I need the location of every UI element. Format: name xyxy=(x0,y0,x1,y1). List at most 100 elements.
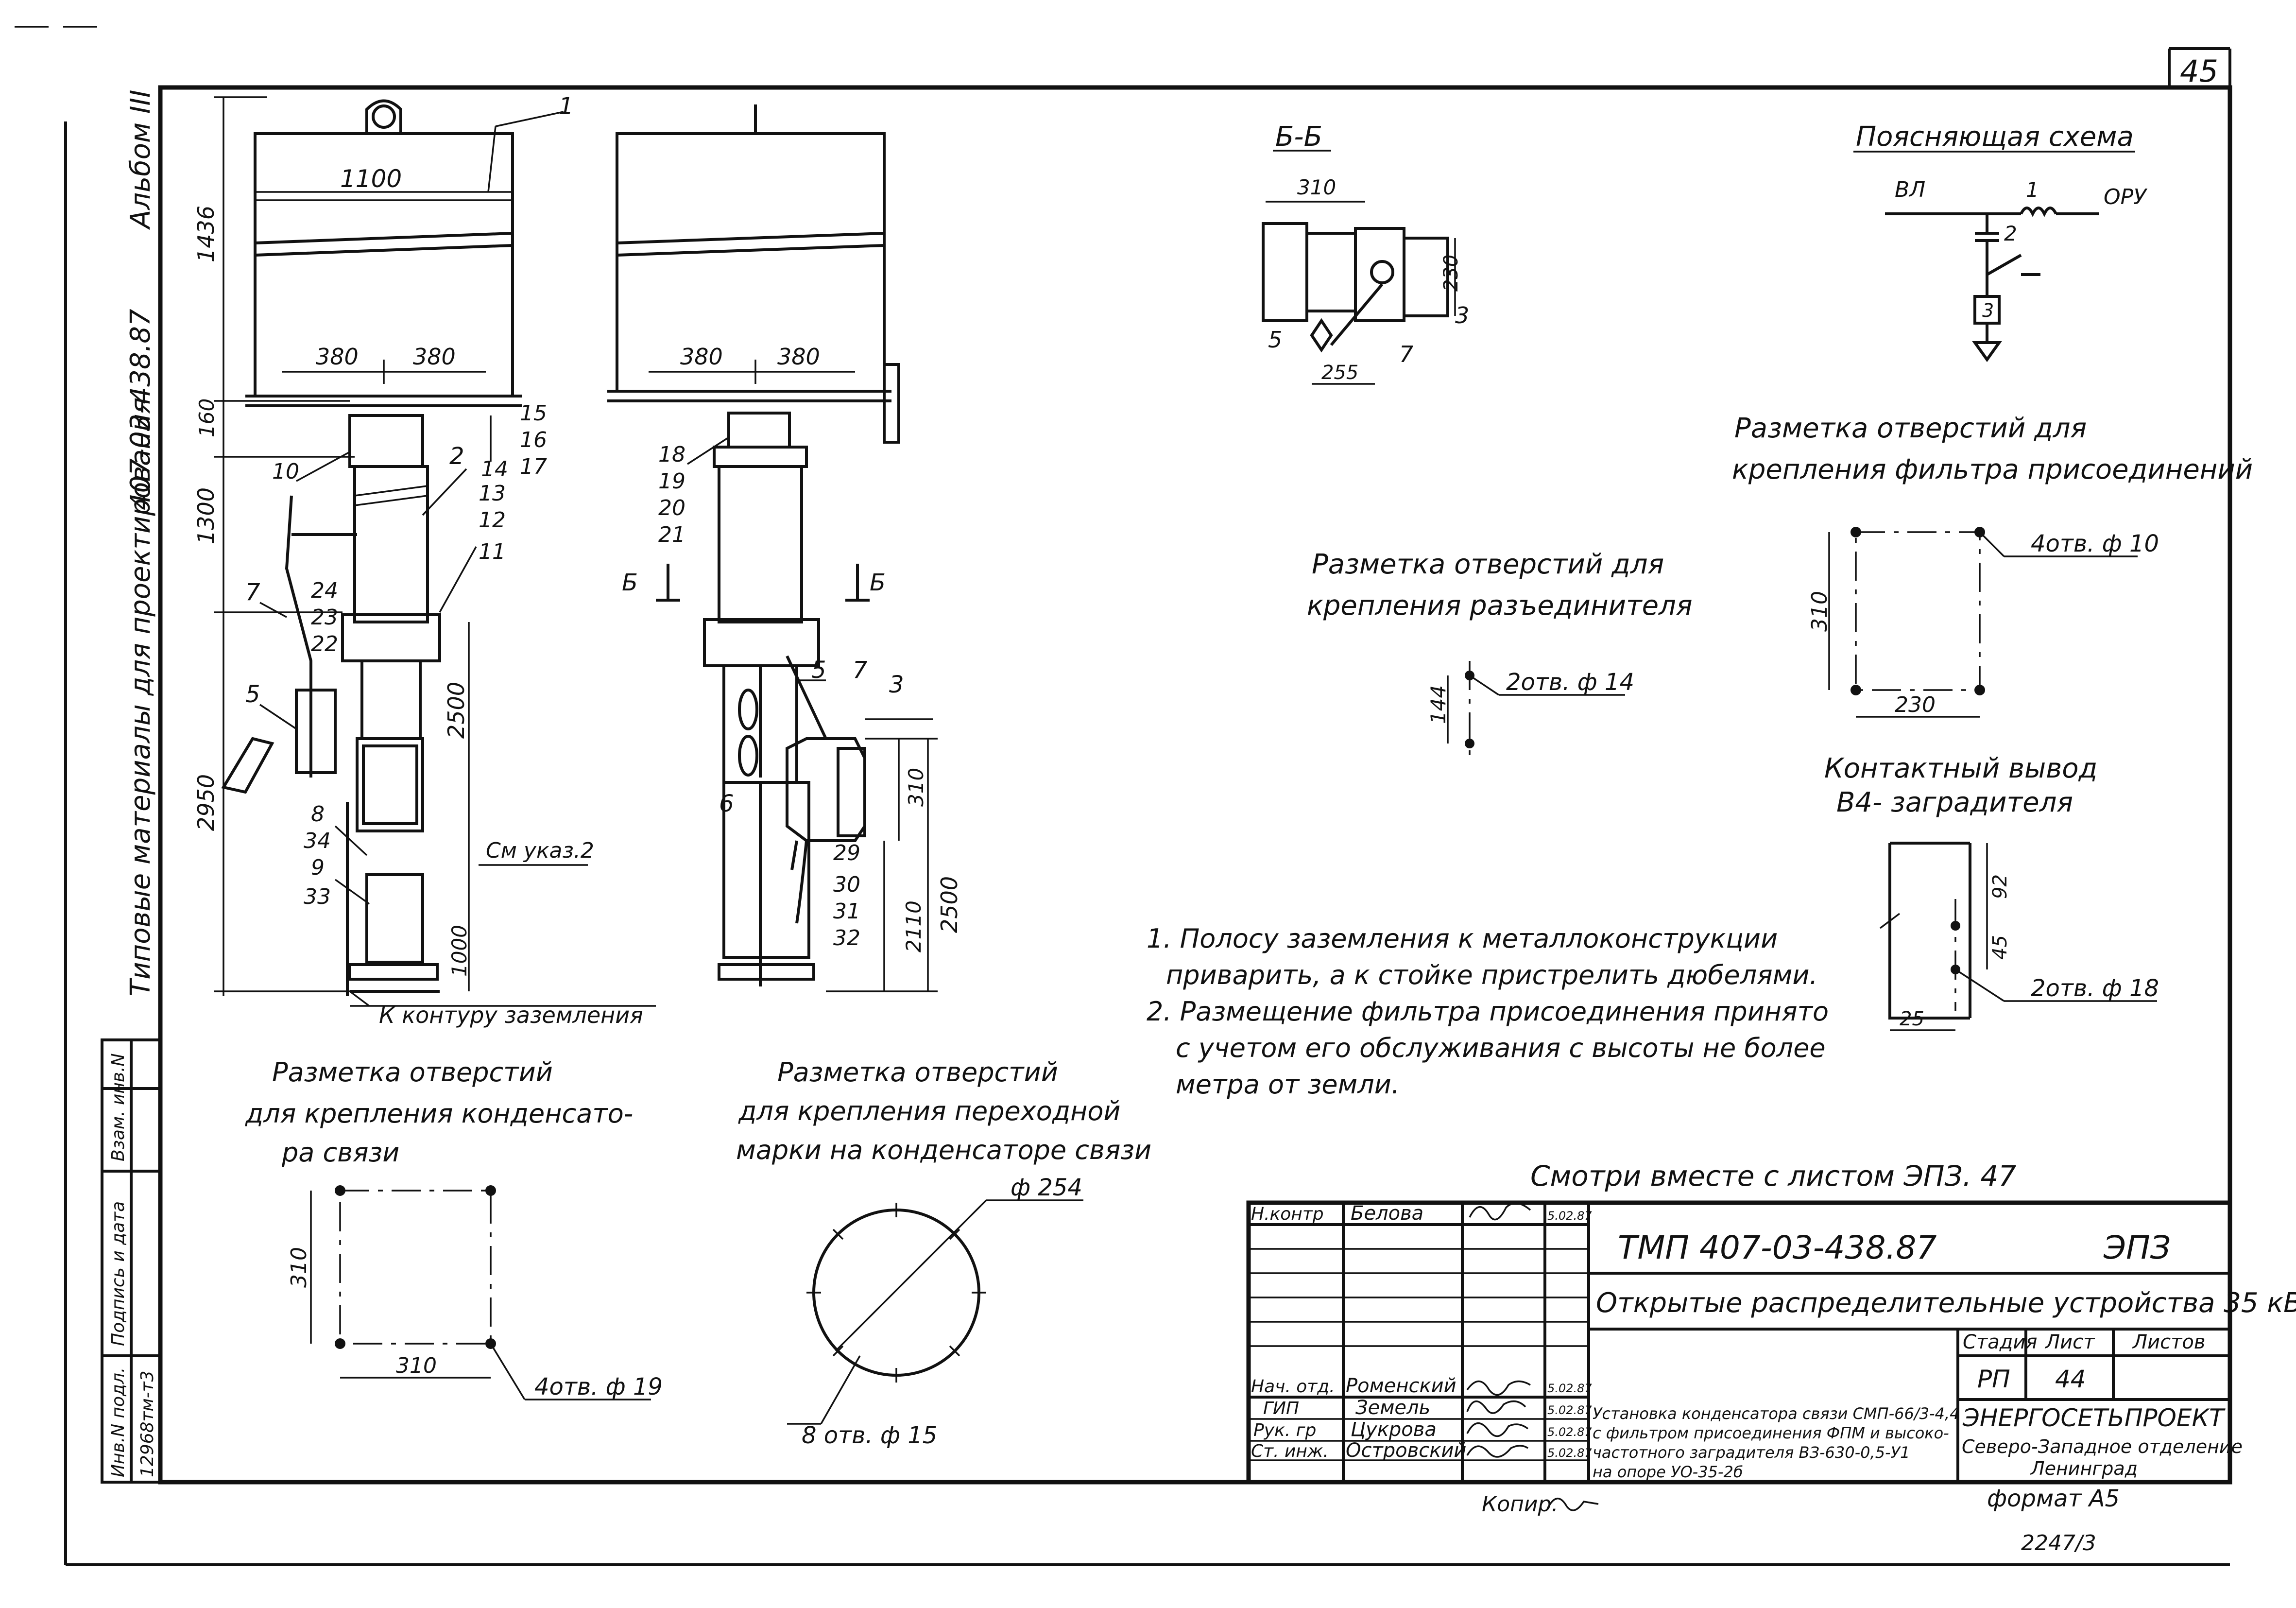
front-callout-24: 24 xyxy=(311,578,338,603)
scheme-left-label: ВЛ xyxy=(1895,177,1925,202)
scheme: Поясняющая схема ВЛ ОРУ 1 2 3 xyxy=(1853,121,2148,363)
cap-label: 4отв. ф 19 xyxy=(534,1373,663,1401)
strip-signature: Подпись и дата xyxy=(108,1201,128,1346)
transition-holes: Разметка отверстий для крепления переход… xyxy=(736,1057,1151,1449)
side-dim-310: 310 xyxy=(904,768,928,807)
section-mark-left: Б xyxy=(622,569,638,596)
tb-row-role-4: Ст. инж. xyxy=(1251,1441,1329,1461)
bb-dim-255: 255 xyxy=(1321,362,1358,384)
left-strip: Инв.N подл. 12968тм-т3 Подпись и дата Вз… xyxy=(101,1038,162,1484)
strip-inv-replace: Взам. инв.N xyxy=(108,1054,128,1161)
contact-title-2: В4- заградителя xyxy=(1836,787,2073,818)
bb-callout-7: 7 xyxy=(1399,341,1413,367)
tb-stage: РП xyxy=(1977,1365,2010,1393)
strip-inv-orig: Инв.N подл. xyxy=(108,1367,128,1477)
signature-5 xyxy=(1466,1445,1528,1458)
trans-title-2: для крепления переходной xyxy=(738,1096,1121,1126)
see-note-2: См указ.2 xyxy=(486,838,594,863)
scheme-item-3: 3 xyxy=(1982,300,1994,321)
page-number: 45 xyxy=(2180,53,2218,89)
front-callout-15: 15 xyxy=(520,401,547,426)
title-block: ТМП 407-03-438.87 ЭПЗ Открытые распредел… xyxy=(1246,1200,2296,1485)
note-line-5: метра от земли. xyxy=(1176,1069,1400,1100)
contact-label: 2отв. ф 18 xyxy=(2031,975,2159,1002)
filter-holes: Разметка отверстий для крепления фильтра… xyxy=(1732,413,2253,718)
filter-title-1: Разметка отверстий для xyxy=(1734,413,2087,444)
tb-row-date-1: 5.02.87 xyxy=(1547,1382,1592,1395)
scheme-item-1: 1 xyxy=(2026,178,2039,202)
disc-dim-144: 144 xyxy=(1426,685,1450,724)
dim-1300: 1300 xyxy=(193,487,219,544)
disconnector-holes: Разметка отверстий для крепления разъеди… xyxy=(1307,549,1693,758)
tb-project: Открытые распределительные устройства 35… xyxy=(1596,1287,2296,1319)
side-callout-18: 18 xyxy=(658,442,685,467)
cap-title-1: Разметка отверстий xyxy=(272,1057,553,1088)
disc-title-1: Разметка отверстий для xyxy=(1312,549,1664,580)
dim-160: 160 xyxy=(195,398,219,437)
disc-title-2: крепления разъединителя xyxy=(1307,590,1693,622)
front-callout-12: 12 xyxy=(479,508,506,533)
contact-dim-92: 92 xyxy=(1989,874,2011,899)
tb-sheet: 44 xyxy=(2055,1365,2086,1393)
tb-row-name-3: Цукрова xyxy=(1351,1418,1437,1441)
tb-row-role-3: Рук. гр xyxy=(1253,1420,1316,1440)
tb-sheet-title-1: Установка конденсатора связи СМП-66/3-4,… xyxy=(1593,1404,1959,1423)
tb-code: ТМП 407-03-438.87 xyxy=(1618,1229,1936,1266)
front-callout-14: 14 xyxy=(481,457,508,482)
signature-1 xyxy=(1469,1202,1531,1221)
tb-row-date-3: 5.02.87 xyxy=(1547,1425,1592,1439)
cap-title-3: ра связи xyxy=(281,1137,399,1168)
cap-dim-310-h: 310 xyxy=(396,1353,437,1378)
dim-380-a: 380 xyxy=(316,344,359,370)
front-callout-9: 9 xyxy=(311,855,325,880)
front-callout-8: 8 xyxy=(311,802,325,827)
dim-1100: 1100 xyxy=(340,165,402,193)
side-callout-21: 21 xyxy=(658,522,685,547)
side-dim-2110: 2110 xyxy=(902,900,925,952)
bb-callout-3: 3 xyxy=(1455,302,1469,329)
dim-1000: 1000 xyxy=(447,925,471,977)
ground-label: К контуру заземления xyxy=(379,1002,643,1028)
front-callout-17: 17 xyxy=(520,454,547,479)
side-callout-29: 29 xyxy=(833,841,860,865)
disc-label: 2отв. ф 14 xyxy=(1506,669,1634,696)
notes: 1. Полосу заземления к металлоконструкци… xyxy=(1147,923,1829,1100)
side-callout-3: 3 xyxy=(889,671,904,698)
tb-org-3: Ленинград xyxy=(2030,1458,2138,1479)
side-view: Б Б 380 380 310 2110 2500 18 19 20 21 5 … xyxy=(607,104,962,992)
tb-row-date-4: 5.02.87 xyxy=(1547,1446,1592,1460)
tb-sheet-title-4: на опоре УО-35-2б xyxy=(1593,1463,1743,1481)
album-label: Альбом III xyxy=(125,90,156,230)
tb-row-role-0: Н.контр xyxy=(1251,1204,1324,1224)
tb-sheets-h: Листов xyxy=(2132,1331,2205,1353)
signature-4 xyxy=(1466,1422,1529,1437)
front-callout-13: 13 xyxy=(479,481,506,506)
side-callout-31: 31 xyxy=(833,899,860,924)
see-also: Смотри вместе с листом ЭПЗ. 47 xyxy=(1530,1159,2016,1193)
tb-row-date-2: 5.02.87 xyxy=(1547,1403,1592,1417)
front-callout-10: 10 xyxy=(272,459,299,484)
tb-row-role-2: ГИП xyxy=(1263,1399,1299,1418)
tb-org-2: Северо-Западное отделение xyxy=(1962,1436,2243,1457)
tb-mark: ЭПЗ xyxy=(2103,1229,2171,1266)
tb-row-name-0: Белова xyxy=(1351,1202,1423,1225)
tb-row-role-1: Нач. отд. xyxy=(1251,1377,1335,1397)
dim-380-b: 380 xyxy=(413,344,456,370)
front-callout-11: 11 xyxy=(479,539,506,564)
note-line-3: 2. Размещение фильтра присоединения прин… xyxy=(1147,996,1829,1027)
contact-dim-25: 25 xyxy=(1900,1008,1924,1030)
side-doc-code: 407-03-438.87 xyxy=(125,309,156,510)
front-callout-23: 23 xyxy=(311,605,338,630)
side-series: Типовые материалы для проектирования xyxy=(125,398,156,996)
front-callout-34: 34 xyxy=(304,829,331,853)
side-callout-19: 19 xyxy=(658,469,685,494)
front-callout-5: 5 xyxy=(245,681,260,708)
cap-title-2: для крепления конденсато- xyxy=(245,1098,633,1129)
dim-1436: 1436 xyxy=(193,206,219,262)
side-callout-7: 7 xyxy=(853,657,868,684)
bb-dim-230: 230 xyxy=(1440,255,1462,292)
tb-sheet-title-2: с фильтром присоединения ФПМ и высоко- xyxy=(1593,1424,1949,1442)
filter-label: 4отв. ф 10 xyxy=(2031,530,2159,557)
side-dim-380-a: 380 xyxy=(680,344,723,370)
